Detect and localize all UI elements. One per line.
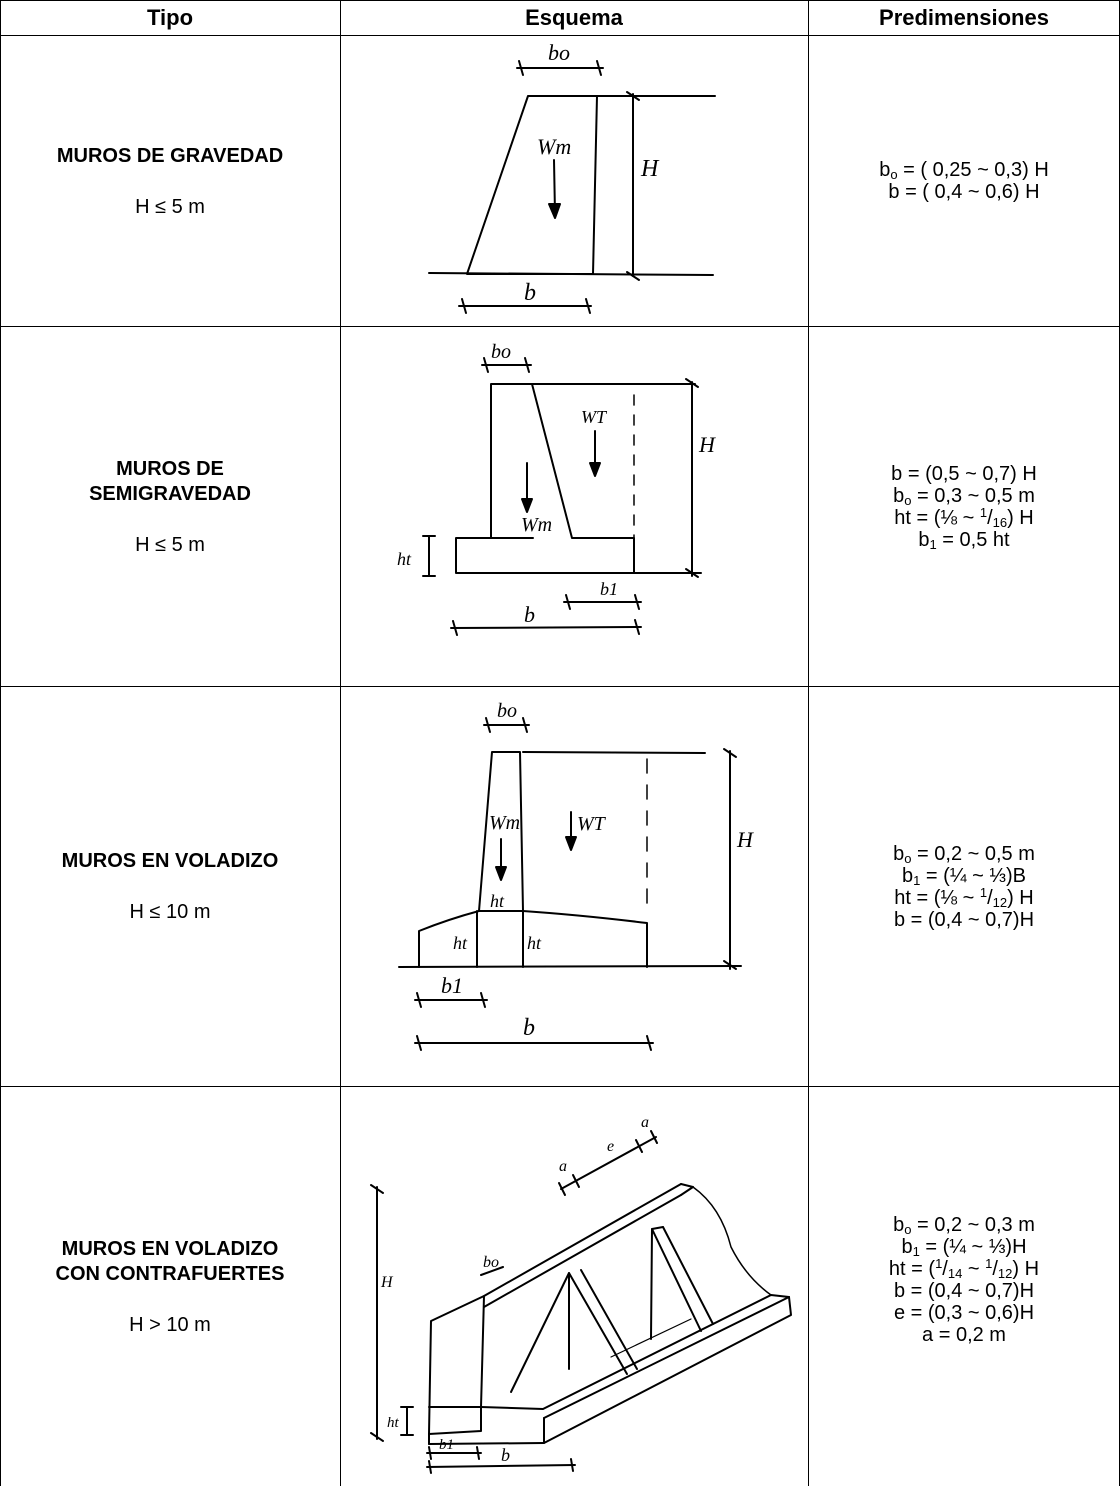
table-border-left: [0, 0, 1, 1486]
ground-line: [428, 272, 714, 276]
label-b1: b1: [439, 1437, 454, 1453]
ground-line: [398, 965, 742, 968]
predim-line: e = (0,3 ~ 0,6)H: [893, 1302, 1035, 1324]
wall-footing: [418, 910, 648, 968]
label-wm: Wm: [521, 514, 552, 536]
counterfort: [510, 1272, 570, 1393]
label-e: e: [607, 1138, 614, 1155]
wall-type-name: MUROS DE GRAVEDAD: [56, 144, 284, 167]
tipo-cell: MUROS DE SEMIGRAVEDAD H ≤ 5 m: [0, 327, 340, 686]
dim-line-b0: [480, 1266, 504, 1276]
label-ht: ht: [387, 1415, 400, 1431]
sketch-counterfort-wall: a e a bo H ht b1 b: [370, 1114, 792, 1474]
header-tipo: Tipo: [146, 4, 194, 30]
wall-stem: [428, 1295, 485, 1435]
label-ht: ht: [453, 933, 468, 953]
height-limit: H ≤ 10 m: [129, 901, 211, 923]
dim-line-b: [450, 626, 642, 629]
dim-line-a-e-a: [560, 1136, 657, 1190]
predim-cell: b = (0,5 ~ 0,7) H bo = 0,3 ~ 0,5 m ht = …: [808, 327, 1120, 686]
row-divider: [0, 1086, 1120, 1087]
tipo-cell: MUROS EN VOLADIZO H ≤ 10 m: [0, 687, 340, 1086]
label-b0: bo: [497, 700, 517, 722]
label-ht: ht: [397, 549, 412, 569]
predim-line: bo = ( 0,25 ~ 0,3) H: [879, 159, 1049, 182]
row-divider: [0, 326, 1120, 327]
header-divider: [0, 35, 1120, 36]
predim-line: b1 = (¼ ~ ⅓)H: [901, 1236, 1027, 1259]
predim-line: a = 0,2 m: [922, 1324, 1006, 1346]
predim-line: b = ( 0,4 ~ 0,6) H: [888, 181, 1040, 203]
label-b0: bo: [548, 40, 570, 65]
wall-stem: [478, 751, 524, 912]
height-limit: H ≤ 5 m: [135, 195, 205, 218]
predim-line: b = (0,5 ~ 0,7) H: [891, 462, 1037, 485]
predim-line: ht = (⅛ ~ 1/16) H: [894, 504, 1034, 530]
column-divider: [340, 0, 341, 1486]
tipo-cell: MUROS DE GRAVEDAD H ≤ 5 m: [0, 36, 340, 326]
label-b: b: [524, 280, 536, 306]
tipo-cell: MUROS EN VOLADIZO CON CONTRAFUERTES H > …: [0, 1087, 340, 1486]
predim-line: b = (0,4 ~ 0,7)H: [893, 908, 1035, 931]
label-wm: Wm: [489, 812, 520, 834]
predim-line: ht = (⅛ ~ 1/12) H: [894, 884, 1034, 910]
predim-cell: bo = 0,2 ~ 0,3 m b1 = (¼ ~ ⅓)H ht = (1/1…: [808, 1087, 1120, 1473]
header-esquema: Esquema: [525, 4, 623, 30]
row-divider: [0, 686, 1120, 687]
label-b0: bo: [491, 341, 511, 363]
predim-line: b1 = (¼ ~ ⅓)B: [902, 864, 1026, 888]
predim-line: bo = 0,2 ~ 0,5 m: [893, 842, 1035, 866]
label-b: b: [501, 1445, 510, 1465]
label-wt: WT: [581, 407, 608, 427]
wall-body: [466, 95, 598, 275]
label-b0: bo: [483, 1254, 499, 1271]
label-h: H: [698, 432, 716, 457]
predim-line: bo = 0,2 ~ 0,3 m: [893, 1214, 1035, 1237]
predim-line: ht = (1/14 ~ 1/12) H: [888, 1256, 1040, 1281]
label-b1: b1: [441, 973, 463, 998]
label-ht: ht: [527, 933, 542, 953]
sketch-cantilever-wall: bo H Wm WT ht ht ht b1 b: [398, 700, 754, 1051]
sketch-gravity-wall: bo H Wm b: [428, 40, 716, 314]
label-ht: ht: [490, 891, 505, 911]
sketch-semigravity-wall: bo H WT Wm ht b1 b: [397, 341, 716, 636]
label-b: b: [524, 602, 535, 627]
predim-line: bo = 0,3 ~ 0,5 m: [893, 484, 1035, 508]
column-divider: [808, 0, 809, 1486]
height-limit: H > 10 m: [129, 1313, 211, 1336]
wall-body: [455, 383, 635, 574]
label-a: a: [641, 1114, 649, 1131]
height-limit: H ≤ 5 m: [135, 533, 205, 556]
label-a: a: [559, 1158, 567, 1175]
label-b: b: [523, 1015, 535, 1041]
table-border-top: [0, 0, 1120, 1]
label-wm: Wm: [537, 134, 571, 159]
label-h: H: [380, 1274, 394, 1291]
label-h: H: [736, 827, 754, 852]
wall-type-name: MUROS EN VOLADIZO CON CONTRAFUERTES: [55, 1237, 285, 1285]
predim-cell: bo = ( 0,25 ~ 0,3) H b = ( 0,4 ~ 0,6) H: [808, 36, 1120, 326]
wall-type-name: MUROS DE SEMIGRAVEDAD: [89, 457, 251, 505]
dim-line-b: [426, 1464, 576, 1468]
label-h: H: [640, 156, 660, 182]
predim-cell: bo = 0,2 ~ 0,5 m b1 = (¼ ~ ⅓)B ht = (⅛ ~…: [808, 687, 1120, 1086]
label-wt: WT: [577, 813, 607, 835]
label-b1: b1: [600, 579, 618, 599]
predim-line: b = (0,4 ~ 0,7)H: [893, 1280, 1035, 1302]
header-predimensiones: Predimensiones: [879, 4, 1049, 30]
wall-type-name: MUROS EN VOLADIZO: [61, 850, 279, 872]
wall-footing: [428, 1406, 482, 1435]
predim-line: b1 = 0,5 ht: [918, 528, 1010, 552]
